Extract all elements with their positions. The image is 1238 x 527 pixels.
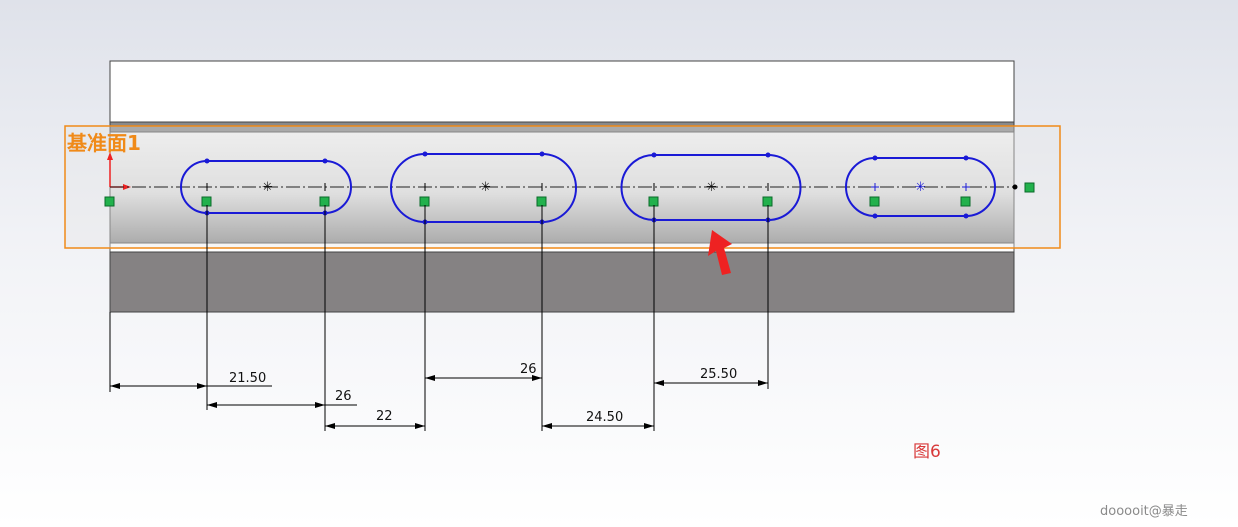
center-point-ticks (206, 183, 769, 191)
svg-text:✳: ✳ (706, 180, 717, 195)
top-body[interactable] (109, 60, 1015, 123)
dimension-21-50[interactable]: 21.50 (207, 371, 272, 387)
dimension-26-b[interactable]: 26 (520, 362, 537, 377)
bottom-body[interactable] (109, 251, 1015, 313)
svg-text:26: 26 (335, 389, 352, 404)
dimension-26-a[interactable]: 26 (325, 389, 357, 406)
slot-4[interactable]: ✳ (845, 155, 996, 219)
svg-text:✳: ✳ (915, 180, 926, 195)
plane-label: 基准面1 (67, 131, 141, 155)
dimension-lines (110, 377, 768, 427)
extension-lines (109, 205, 769, 431)
svg-text:✳: ✳ (480, 180, 491, 195)
svg-text:26: 26 (520, 362, 537, 377)
pointer-arrow-icon (708, 230, 732, 275)
svg-text:21.50: 21.50 (229, 371, 266, 386)
svg-text:24.50: 24.50 (586, 410, 623, 425)
svg-text:25.50: 25.50 (700, 367, 737, 382)
svg-text:✳: ✳ (262, 180, 273, 195)
dimension-22[interactable]: 22 (376, 409, 393, 424)
figure-label: 图6 (913, 442, 941, 462)
svg-text:22: 22 (376, 409, 393, 424)
dimension-arrowheads (110, 375, 768, 429)
dimension-25-50[interactable]: 25.50 (700, 367, 737, 382)
watermark: dooooit@暴走 (1100, 504, 1188, 519)
constraint-icons (104, 182, 1035, 207)
dimension-24-50[interactable]: 24.50 (586, 410, 623, 425)
